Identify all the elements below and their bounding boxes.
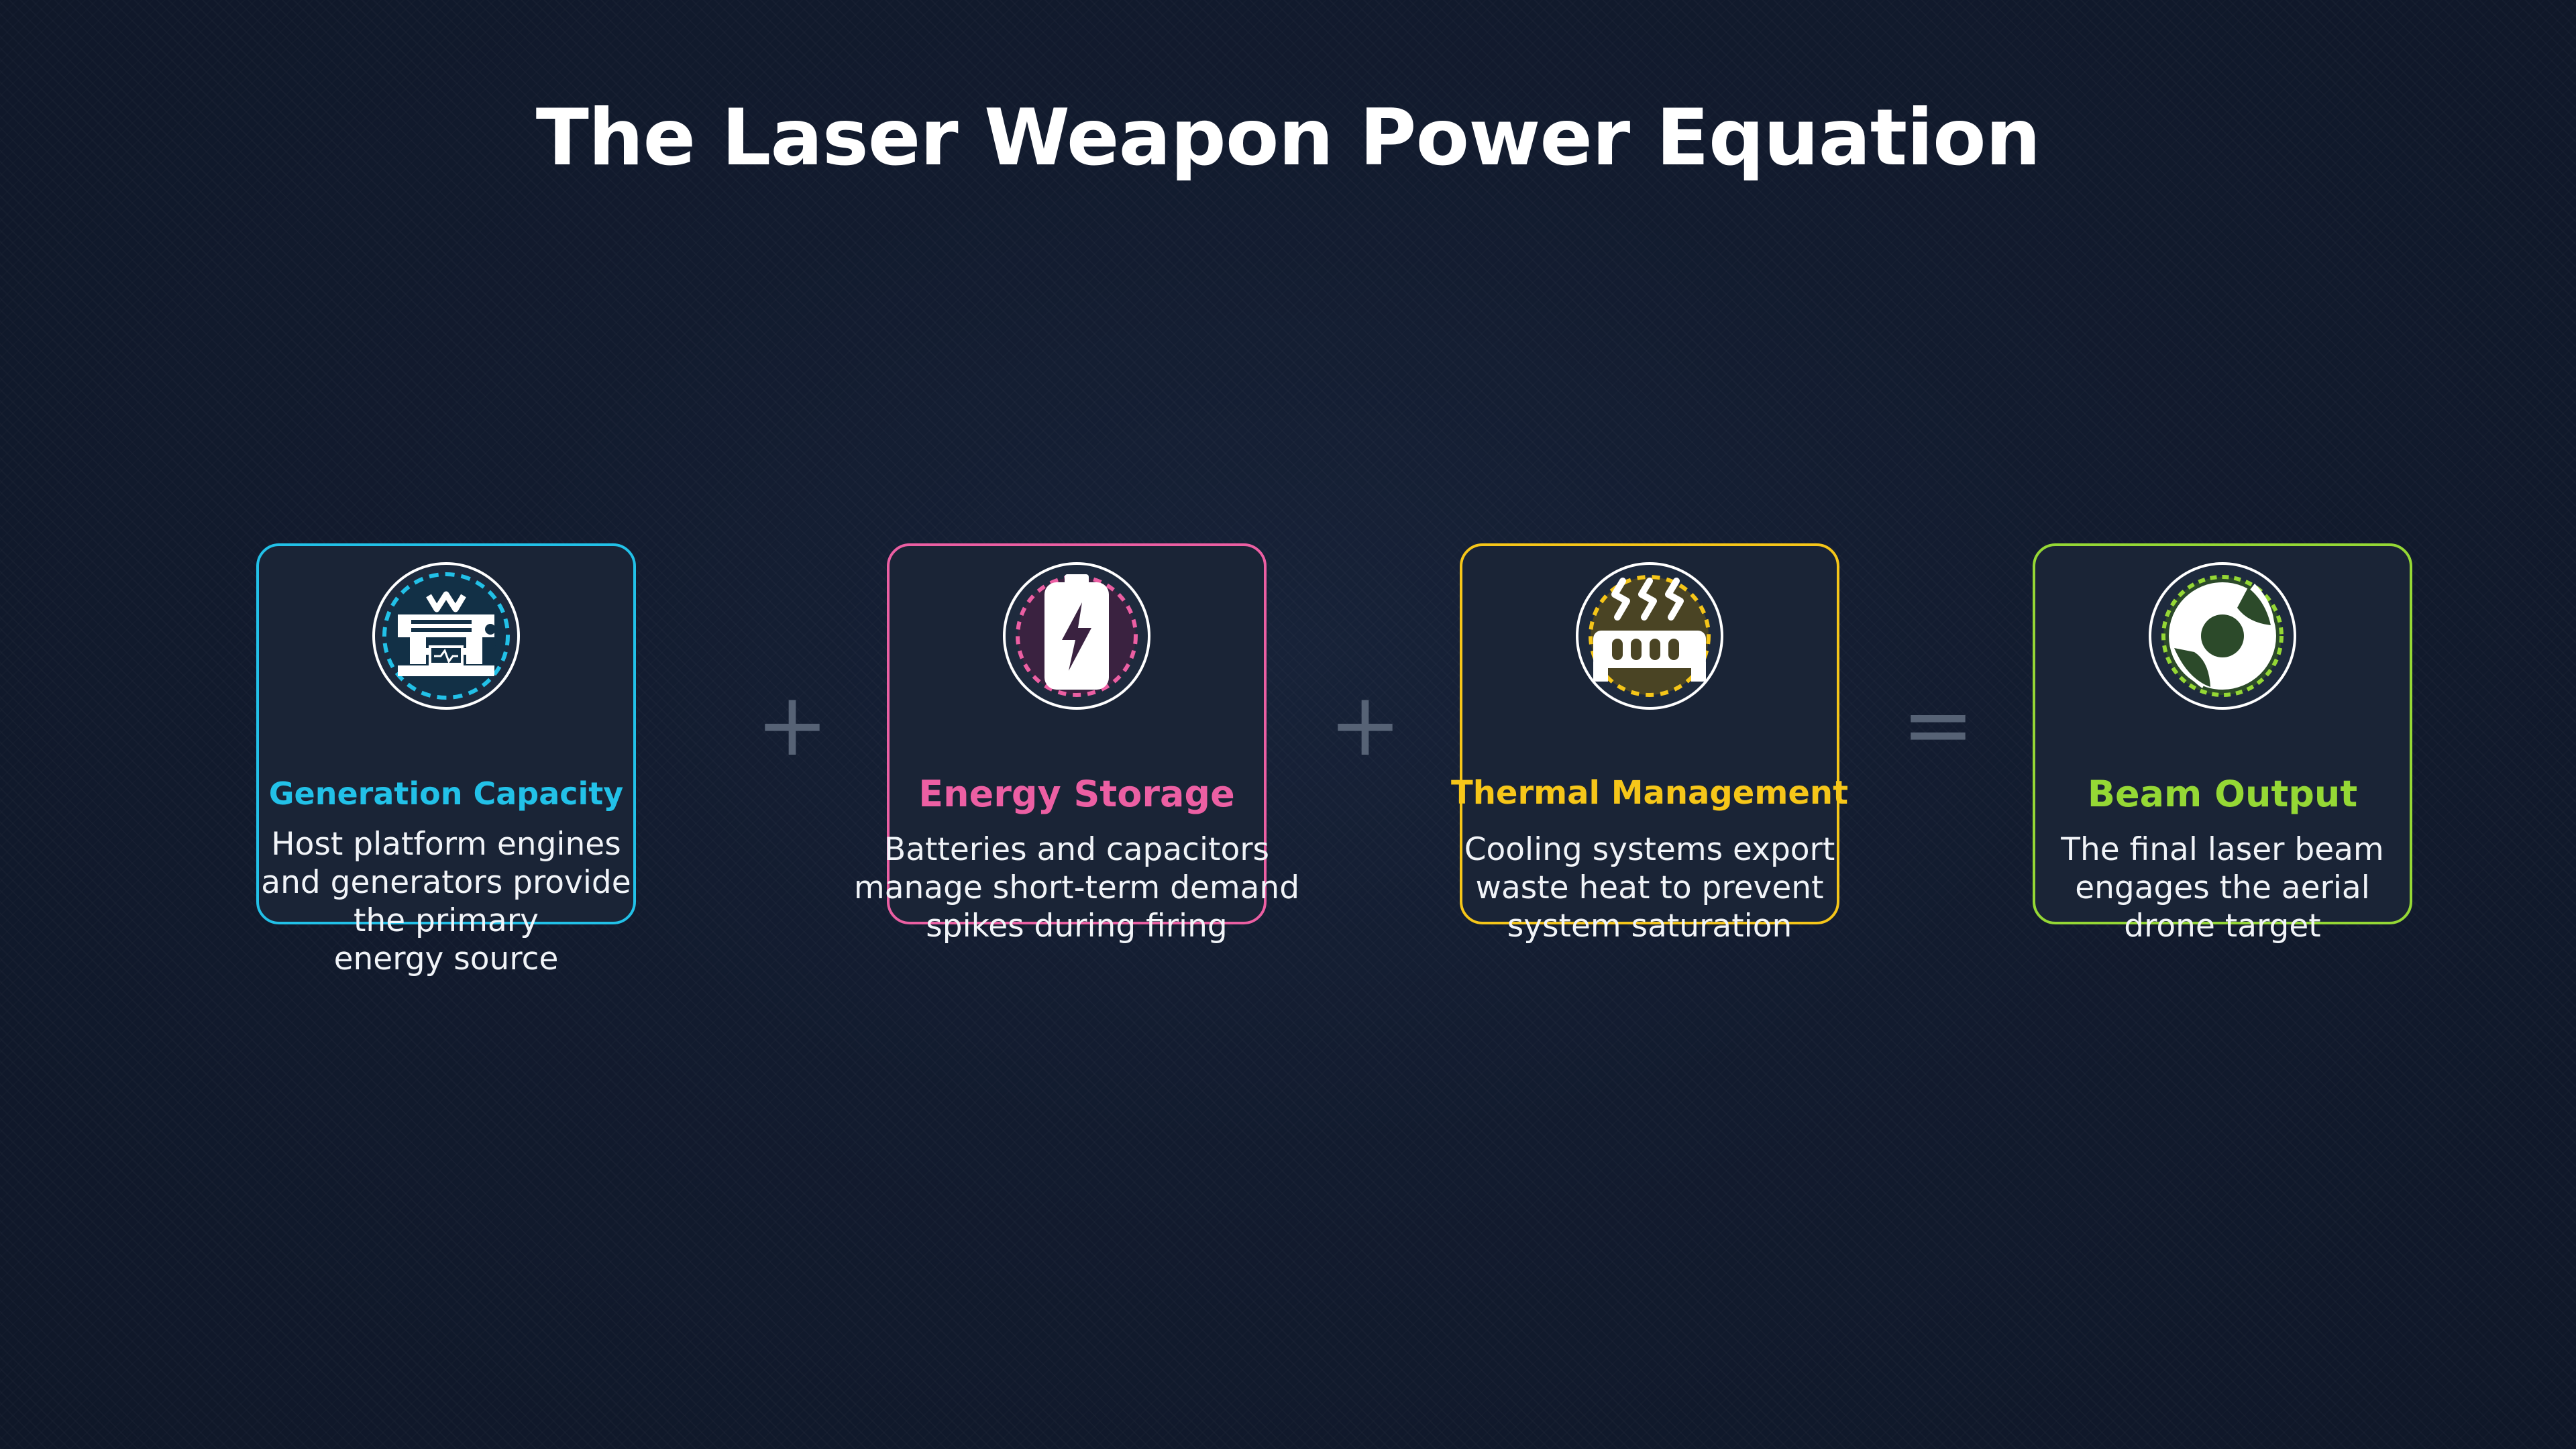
page-title: The Laser Weapon Power Equation: [535, 93, 2041, 183]
card-generation-capacity: Generation Capacity Host platform engine…: [256, 543, 636, 977]
card-description: Cooling systems export waste heat to pre…: [1464, 831, 1835, 945]
card-description: The final laser beam engages the aerial …: [2061, 831, 2384, 945]
card-energy-storage: Energy Storage Batteries and capacitors …: [854, 543, 1299, 945]
heat-sink-icon: [1574, 561, 1725, 711]
plus-operator: +: [1328, 674, 1402, 775]
card-title: Thermal Management: [1450, 774, 1849, 812]
card-title: Generation Capacity: [268, 775, 624, 812]
generator-icon: [371, 561, 521, 711]
card-thermal-management: Thermal Management Cooling systems expor…: [1451, 543, 1848, 945]
card-description: Host platform engines and generators pro…: [261, 826, 631, 977]
equals-operator: =: [1901, 674, 1975, 775]
battery-icon: [1002, 561, 1152, 711]
card-title: Beam Output: [2087, 773, 2358, 815]
card-title: Energy Storage: [918, 773, 1235, 815]
card-description: Batteries and capacitors manage short-te…: [853, 831, 1300, 945]
plus-operator: +: [755, 674, 829, 775]
target-icon: [2147, 561, 2298, 711]
card-beam-output: Beam Output The final laser beam engages…: [2033, 543, 2412, 945]
